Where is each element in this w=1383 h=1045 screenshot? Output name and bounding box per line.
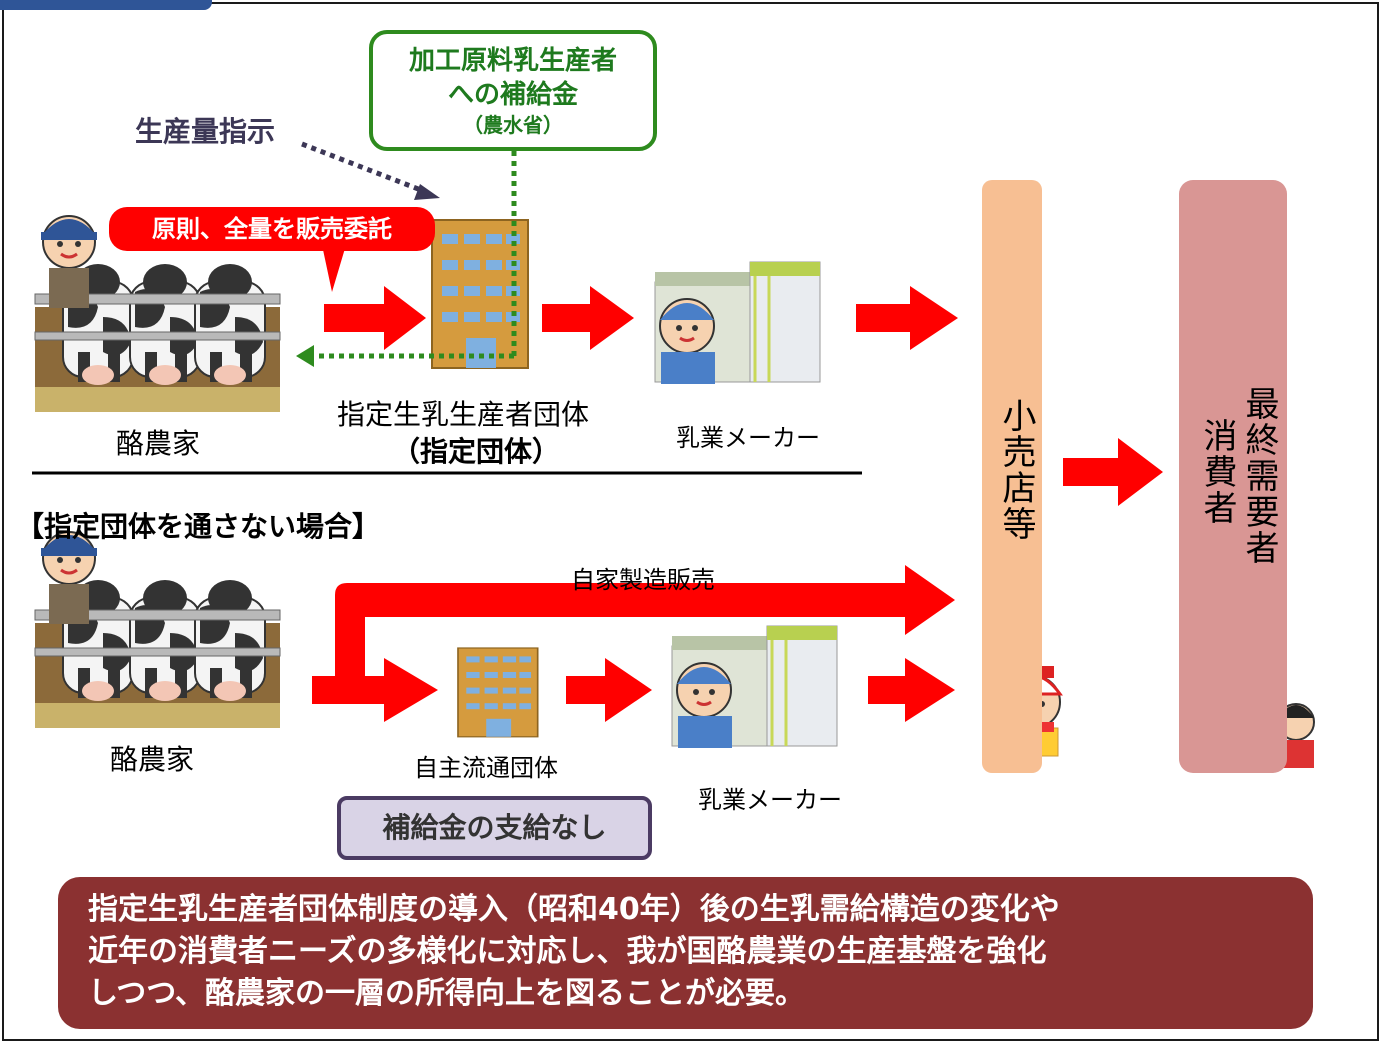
manufacturer-label-top: 乳業メーカー	[676, 424, 820, 452]
independent-group-label: 自主流通団体	[414, 754, 558, 782]
consumer-label-final: 最終需要者	[1239, 386, 1279, 566]
arrow-independent-to-manufacturer	[566, 658, 652, 722]
flow-arrows	[312, 245, 1163, 722]
arrow-group-to-manufacturer	[542, 286, 634, 350]
bubble-tail	[322, 245, 346, 292]
arrow-manufacturer-to-retail	[856, 286, 958, 350]
subsidy-dotted-line	[312, 151, 517, 359]
manufacturer-factory-bottom	[670, 624, 839, 750]
arrow-self-sale	[335, 565, 955, 690]
independent-group-building	[457, 647, 539, 738]
manufacturer-label-bottom: 乳業メーカー	[698, 786, 842, 814]
arrow-manufacturer-to-retail-bottom	[868, 658, 955, 722]
arrow-farmer-to-group	[324, 286, 426, 350]
subsidy-line1: 加工原料乳生産者	[408, 46, 617, 76]
subsidy-line3: （農水省）	[463, 113, 563, 137]
bypass-heading: 【指定団体を通さない場合】	[16, 510, 381, 543]
consumer-bar: 最終需要者 消費者	[1179, 180, 1287, 773]
farmer-label-bottom: 酪農家	[110, 743, 195, 776]
farmer-label-top: 酪農家	[116, 427, 201, 460]
summary-line3: しつつ、酪農家の一層の所得向上を図ることが必要。	[88, 976, 805, 1011]
header-tab	[0, 0, 212, 10]
self-sale-label: 自家製造販売	[571, 566, 715, 594]
instruction-dotted-line	[301, 141, 427, 195]
consignment-bubble: 原則、全量を販売委託	[109, 207, 435, 251]
manufacturer-factory-top	[653, 260, 822, 386]
production-instruction-label: 生産量指示	[135, 115, 276, 148]
consumer-label-consumer: 消費者	[1197, 418, 1237, 526]
subsidy-arrowhead	[296, 345, 314, 367]
instruction-arrowhead	[414, 184, 440, 200]
no-subsidy-box: 補給金の支給なし	[337, 796, 652, 860]
designated-group-abbr: （指定団体）	[392, 435, 561, 468]
farmer-scene-bottom	[35, 532, 280, 728]
retail-bar: 小売店等	[982, 180, 1042, 773]
subsidy-line2: への補給金	[447, 80, 578, 110]
arrow-farmer-to-independent	[312, 658, 438, 722]
summary-line2: 近年の消費者ニーズの多様化に対応し、我が国酪農業の生産基盤を強化	[88, 934, 1047, 969]
summary-line1: 指定生乳生産者団体制度の導入（昭和40年）後の生乳需給構造の変化や	[88, 892, 1060, 927]
subsidy-box: 加工原料乳生産者 への補給金 （農水省）	[369, 30, 657, 151]
summary-box: 指定生乳生産者団体制度の導入（昭和40年）後の生乳需給構造の変化や 近年の消費者…	[58, 877, 1313, 1029]
arrow-retail-to-consumer	[1063, 438, 1163, 506]
designated-group-label: 指定生乳生産者団体	[337, 398, 590, 431]
retail-label: 小売店等	[996, 398, 1036, 542]
